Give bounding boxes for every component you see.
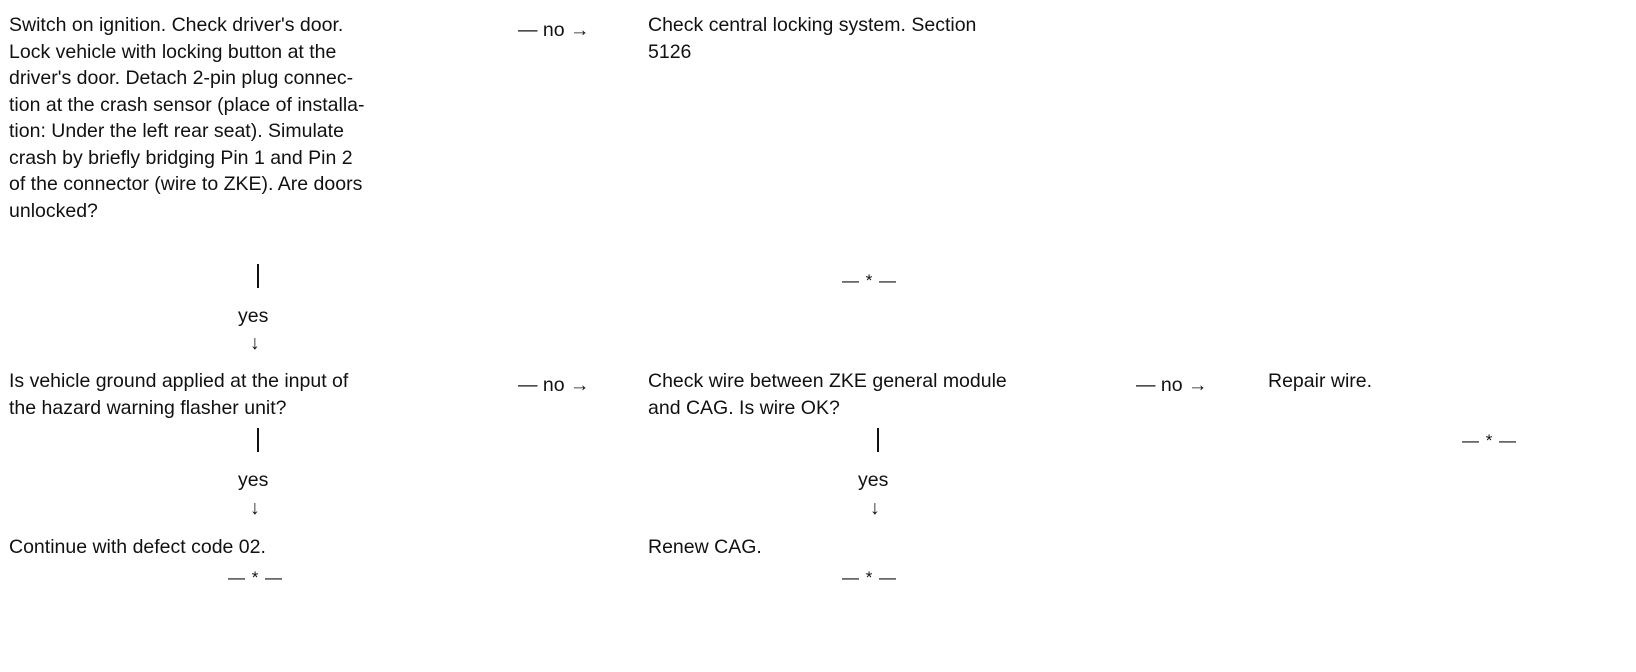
vertical-connector-line (257, 428, 259, 452)
end-separator: — * — (1462, 431, 1518, 450)
vertical-connector-line (877, 428, 879, 452)
end-separator: — * — (842, 271, 898, 290)
yes-label: yes (238, 469, 269, 491)
step-check-wire-question: Check wire between ZKE general module an… (648, 370, 1007, 419)
step-continue-defect-code: Continue with defect code 02. (9, 536, 266, 558)
yes-label: yes (238, 305, 269, 327)
end-separator: — * — (228, 568, 284, 587)
step-vehicle-ground-question: Is vehicle ground applied at the input o… (9, 370, 349, 419)
no-arrow-connector: — no → (518, 374, 590, 396)
step-crash-simulation-question: Switch on ignition. Check driver's door.… (9, 14, 365, 222)
down-arrow-icon: ↓ (870, 497, 880, 519)
vertical-connector-line (257, 264, 259, 288)
no-arrow-connector: — no → (1136, 374, 1208, 396)
step-repair-wire: Repair wire. (1268, 370, 1373, 392)
down-arrow-icon: ↓ (250, 497, 260, 519)
yes-label: yes (858, 469, 889, 491)
down-arrow-icon: ↓ (250, 332, 260, 354)
no-arrow-connector: — no → (518, 19, 590, 41)
end-separator: — * — (842, 568, 898, 587)
step-check-central-locking: Check central locking system. Section 51… (648, 14, 977, 63)
step-renew-cag: Renew CAG. (648, 536, 762, 558)
